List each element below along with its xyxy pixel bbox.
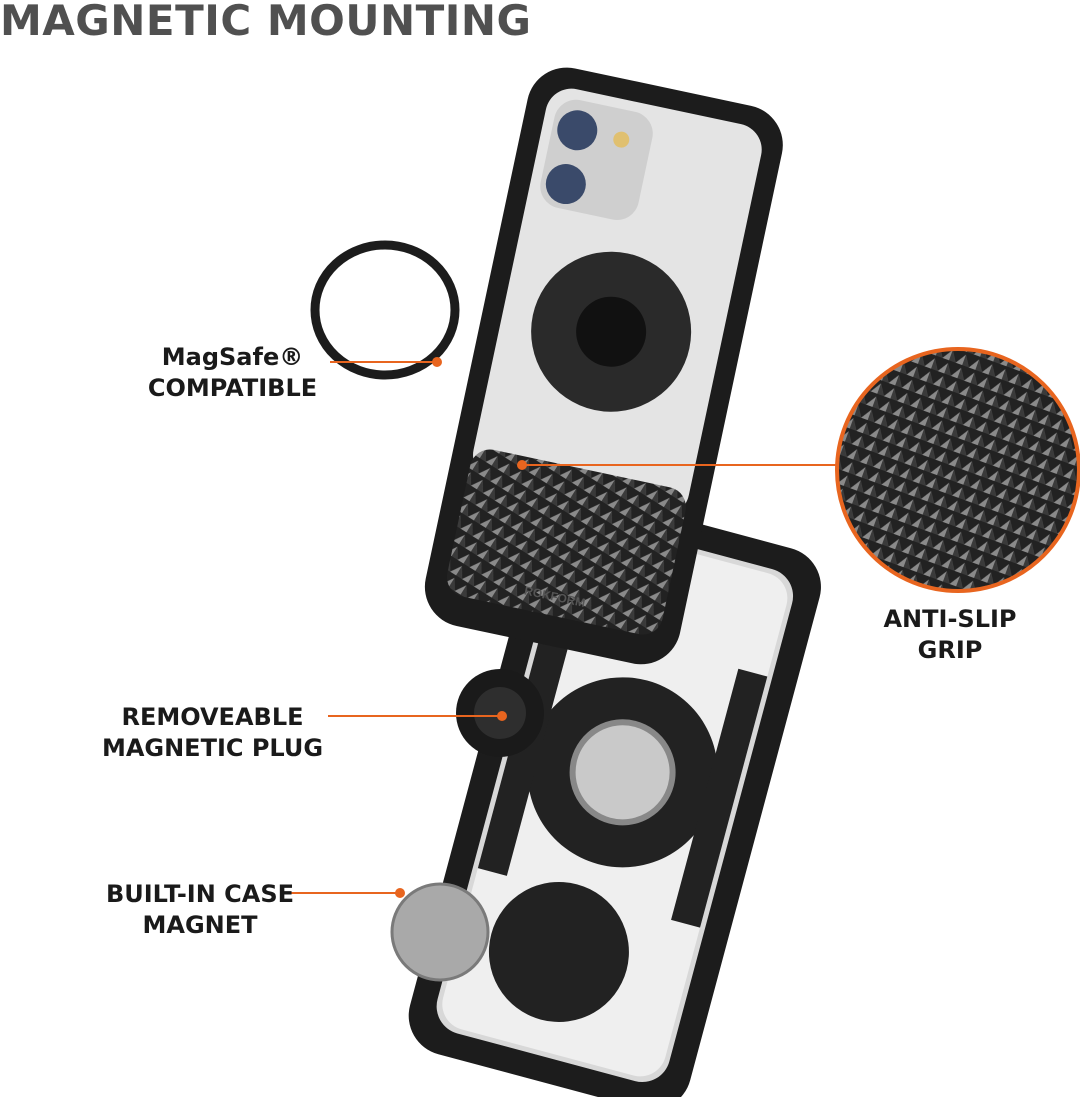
- magsafe-label: MagSafe® COMPATIBLE: [147, 343, 318, 402]
- magsafe-ring: [310, 240, 460, 380]
- top-case: ROKFORM: [424, 67, 783, 665]
- page-title: MAGNETIC MOUNTING: [0, 0, 532, 45]
- grip-detail-circle: [835, 347, 1080, 593]
- plug-label: REMOVEABLE MAGNETIC PLUG: [101, 703, 324, 762]
- bottom-case: [408, 492, 821, 1097]
- magnet-label: BUILT-IN CASE MAGNET: [105, 880, 295, 939]
- magnet-disc: [390, 882, 490, 982]
- grip-label: ANTI-SLIP GRIP: [883, 605, 1017, 664]
